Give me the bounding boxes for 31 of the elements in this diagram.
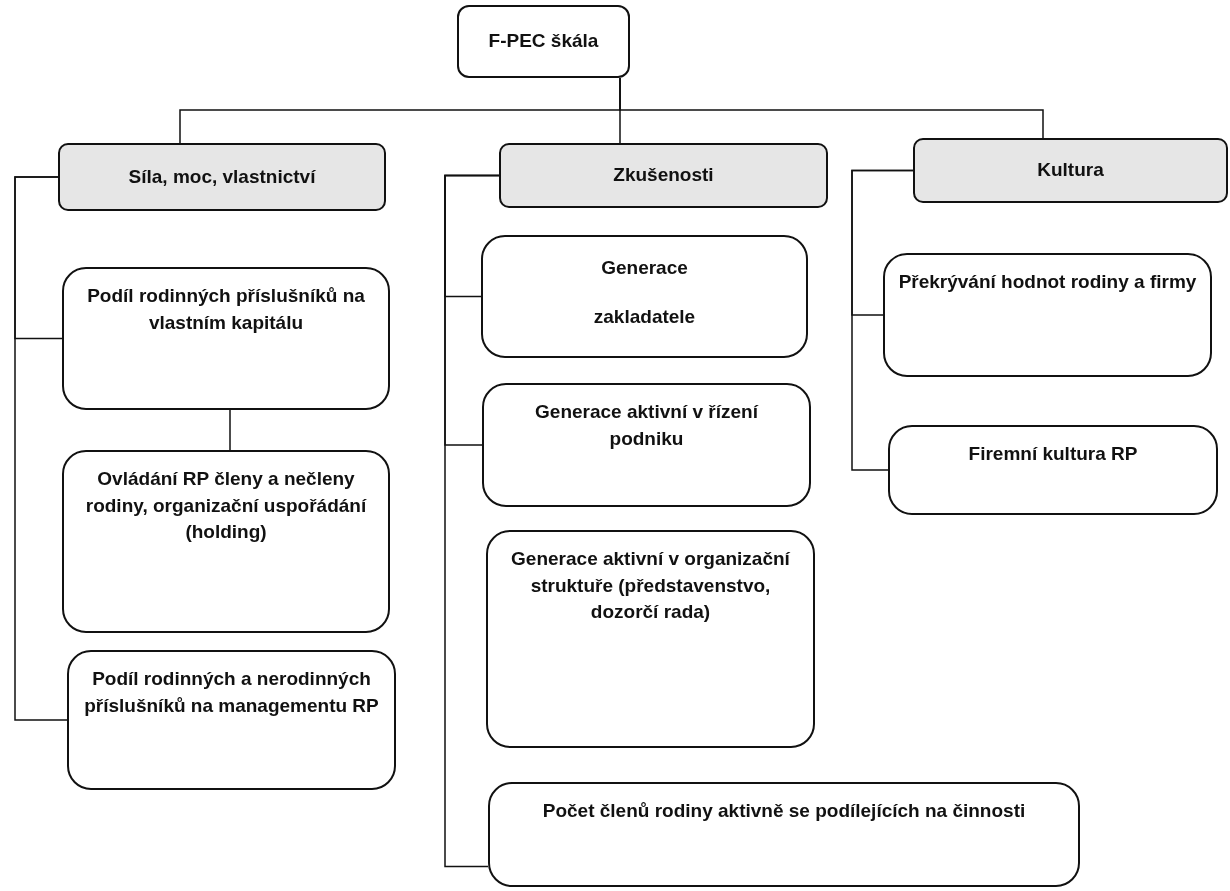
item-box bbox=[62, 267, 390, 410]
item-box bbox=[481, 235, 808, 358]
node-text: Podíl rodinných příslušníků na vlastním kapitálu bbox=[86, 284, 366, 335]
node-text: Zkušenosti bbox=[613, 163, 714, 188]
root-box bbox=[457, 5, 630, 78]
connector-line bbox=[229, 409, 231, 451]
node-text: Generace zakladatele bbox=[592, 256, 697, 330]
item-box bbox=[883, 253, 1212, 377]
node-text: Generace aktivní v řízení podniku bbox=[534, 400, 760, 451]
connector-line bbox=[444, 174, 500, 868]
node-text: Kultura bbox=[1037, 158, 1104, 183]
item-box bbox=[486, 530, 815, 748]
node-text: Podíl rodinných a nerodinných příslušníků na managementu RP bbox=[83, 667, 380, 718]
node-text: Ovládání RP členy a nečleny rodiny, organizační uspořádání (holding) bbox=[84, 467, 368, 545]
item-box bbox=[482, 383, 811, 507]
category-box bbox=[913, 138, 1228, 203]
connector-line bbox=[14, 176, 68, 721]
node-text: Překrývání hodnot rodiny a firmy bbox=[898, 270, 1197, 294]
connector-line bbox=[619, 77, 1044, 139]
node-text: Počet členů rodiny aktivně se podílejících na činnosti bbox=[542, 799, 1026, 823]
item-box bbox=[888, 425, 1218, 515]
item-box bbox=[488, 782, 1080, 887]
node-text: Generace aktivní v organizační struktuře (představenstvo, dozorčí rada) bbox=[510, 547, 791, 625]
connector-line bbox=[851, 169, 914, 471]
node-text: Firemní kultura RP bbox=[968, 442, 1138, 466]
item-box bbox=[62, 450, 390, 633]
item-box bbox=[67, 650, 396, 790]
node-text: F-PEC škála bbox=[488, 29, 599, 54]
node-text: Síla, moc, vlastnictví bbox=[128, 164, 316, 189]
category-box bbox=[58, 143, 386, 211]
category-box bbox=[499, 143, 828, 208]
